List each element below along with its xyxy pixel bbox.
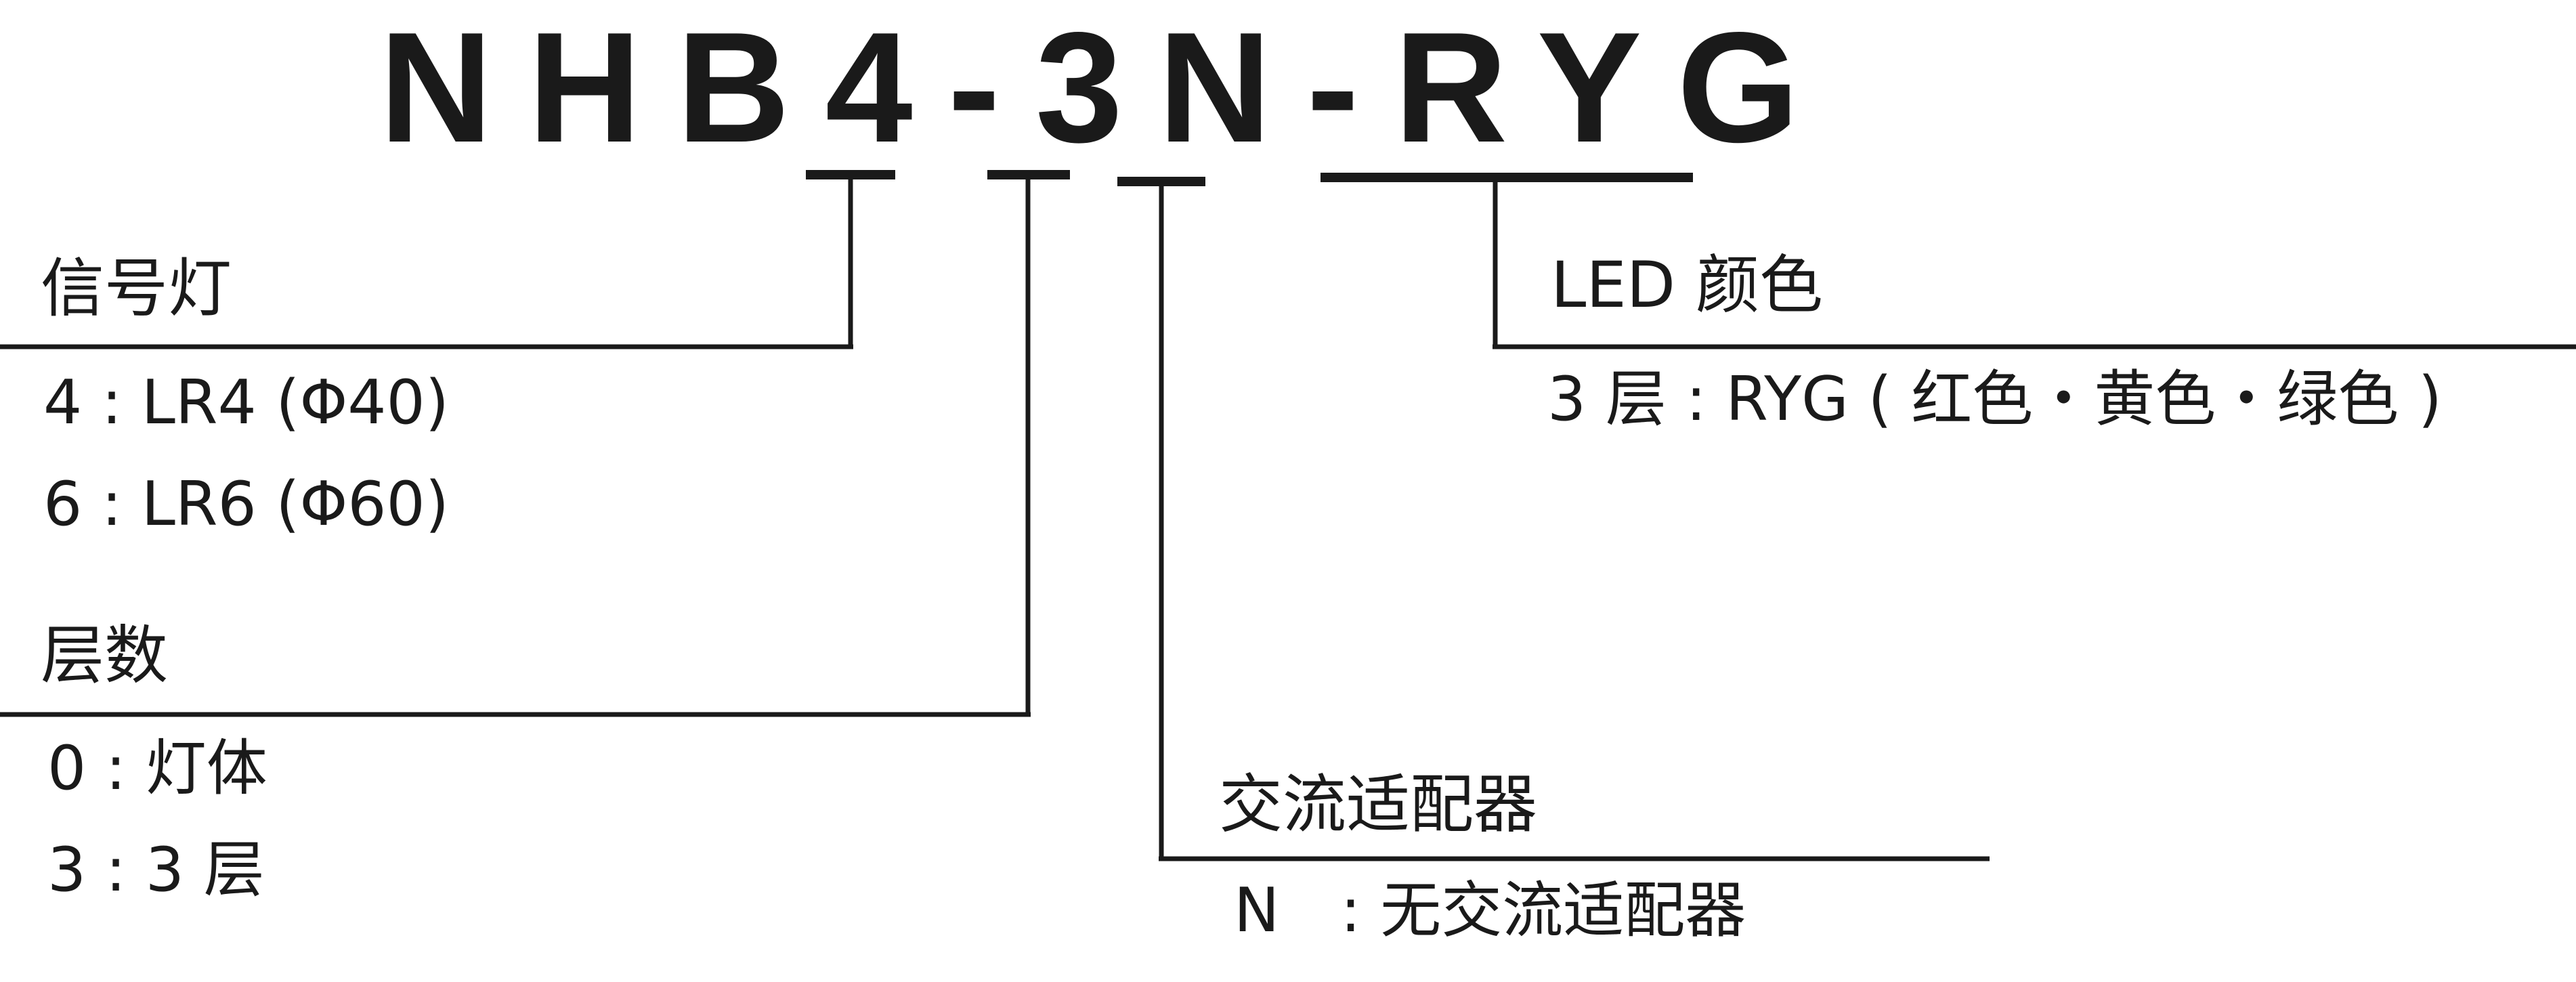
led-color-title: LED 颜色 xyxy=(1551,249,1824,322)
signal-light-title: 信号灯 xyxy=(41,252,232,326)
signal-light-option: 6 : LR6 (Φ60) xyxy=(43,469,449,540)
model-size-code: 4 xyxy=(825,0,948,175)
tier-count-option: 3 : 3 层 xyxy=(47,834,265,905)
tier-count-option: 0 : 灯体 xyxy=(47,733,267,804)
tier-count-title: 层数 xyxy=(41,619,169,693)
model-separator-1: - xyxy=(947,0,1035,175)
model-color-code: RYG xyxy=(1394,0,1834,175)
signal-light-option: 4 : LR4 (Φ40) xyxy=(43,367,449,438)
led-color-option: 3 层 : RYG ( 红色・黄色・绿色 ) xyxy=(1547,364,2442,435)
model-tier-code: 3 xyxy=(1035,0,1158,175)
model-adapter-code: N xyxy=(1157,0,1307,175)
ac-adapter-option: N : 无交流适配器 xyxy=(1234,875,1746,946)
model-separator-2: - xyxy=(1306,0,1394,175)
model-series: NHB xyxy=(379,0,825,175)
ac-adapter-title: 交流适配器 xyxy=(1219,768,1538,842)
